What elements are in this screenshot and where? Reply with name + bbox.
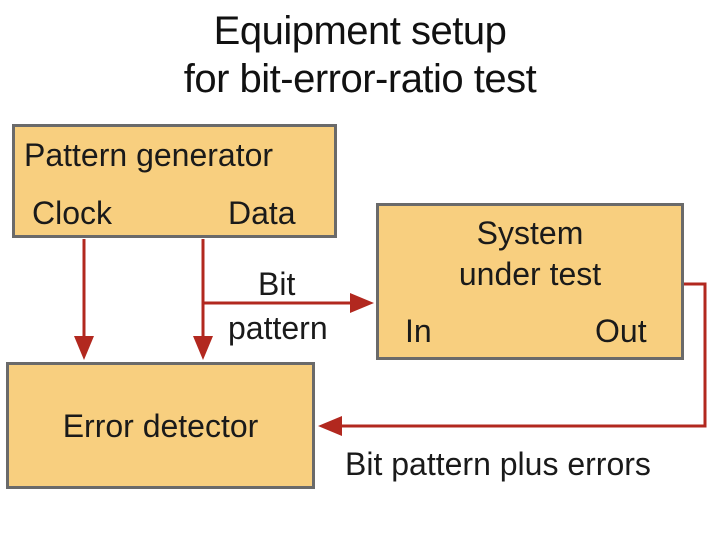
bit-pattern-label-line1: Bit bbox=[258, 266, 296, 302]
in-port-label: In bbox=[405, 313, 432, 349]
out-port-label: Out bbox=[595, 313, 647, 349]
clock-arrowhead bbox=[74, 336, 94, 360]
data-port-label: Data bbox=[228, 195, 296, 231]
error-detector-label: Error detector bbox=[62, 408, 259, 444]
diagram-title-line1: Equipment setup bbox=[213, 9, 507, 53]
data-arrowhead bbox=[193, 336, 213, 360]
return-arrow bbox=[338, 282, 707, 428]
error-detector-box bbox=[6, 362, 315, 489]
pattern-generator-box bbox=[12, 124, 337, 238]
system-under-test-label-line1: System bbox=[476, 215, 584, 251]
system-under-test-box bbox=[376, 203, 684, 360]
bit-pattern-arrowhead bbox=[350, 293, 374, 313]
bit-pattern-label-line2: pattern bbox=[228, 310, 328, 346]
diagram-title-line2: for bit-error-ratio test bbox=[183, 57, 537, 101]
pattern-generator-label: Pattern generator bbox=[24, 137, 274, 173]
system-under-test-label-line2: under test bbox=[458, 256, 602, 292]
return-path-label: Bit pattern plus errors bbox=[345, 446, 651, 482]
return-arrowhead bbox=[318, 416, 342, 436]
clock-port-label: Clock bbox=[32, 195, 113, 231]
